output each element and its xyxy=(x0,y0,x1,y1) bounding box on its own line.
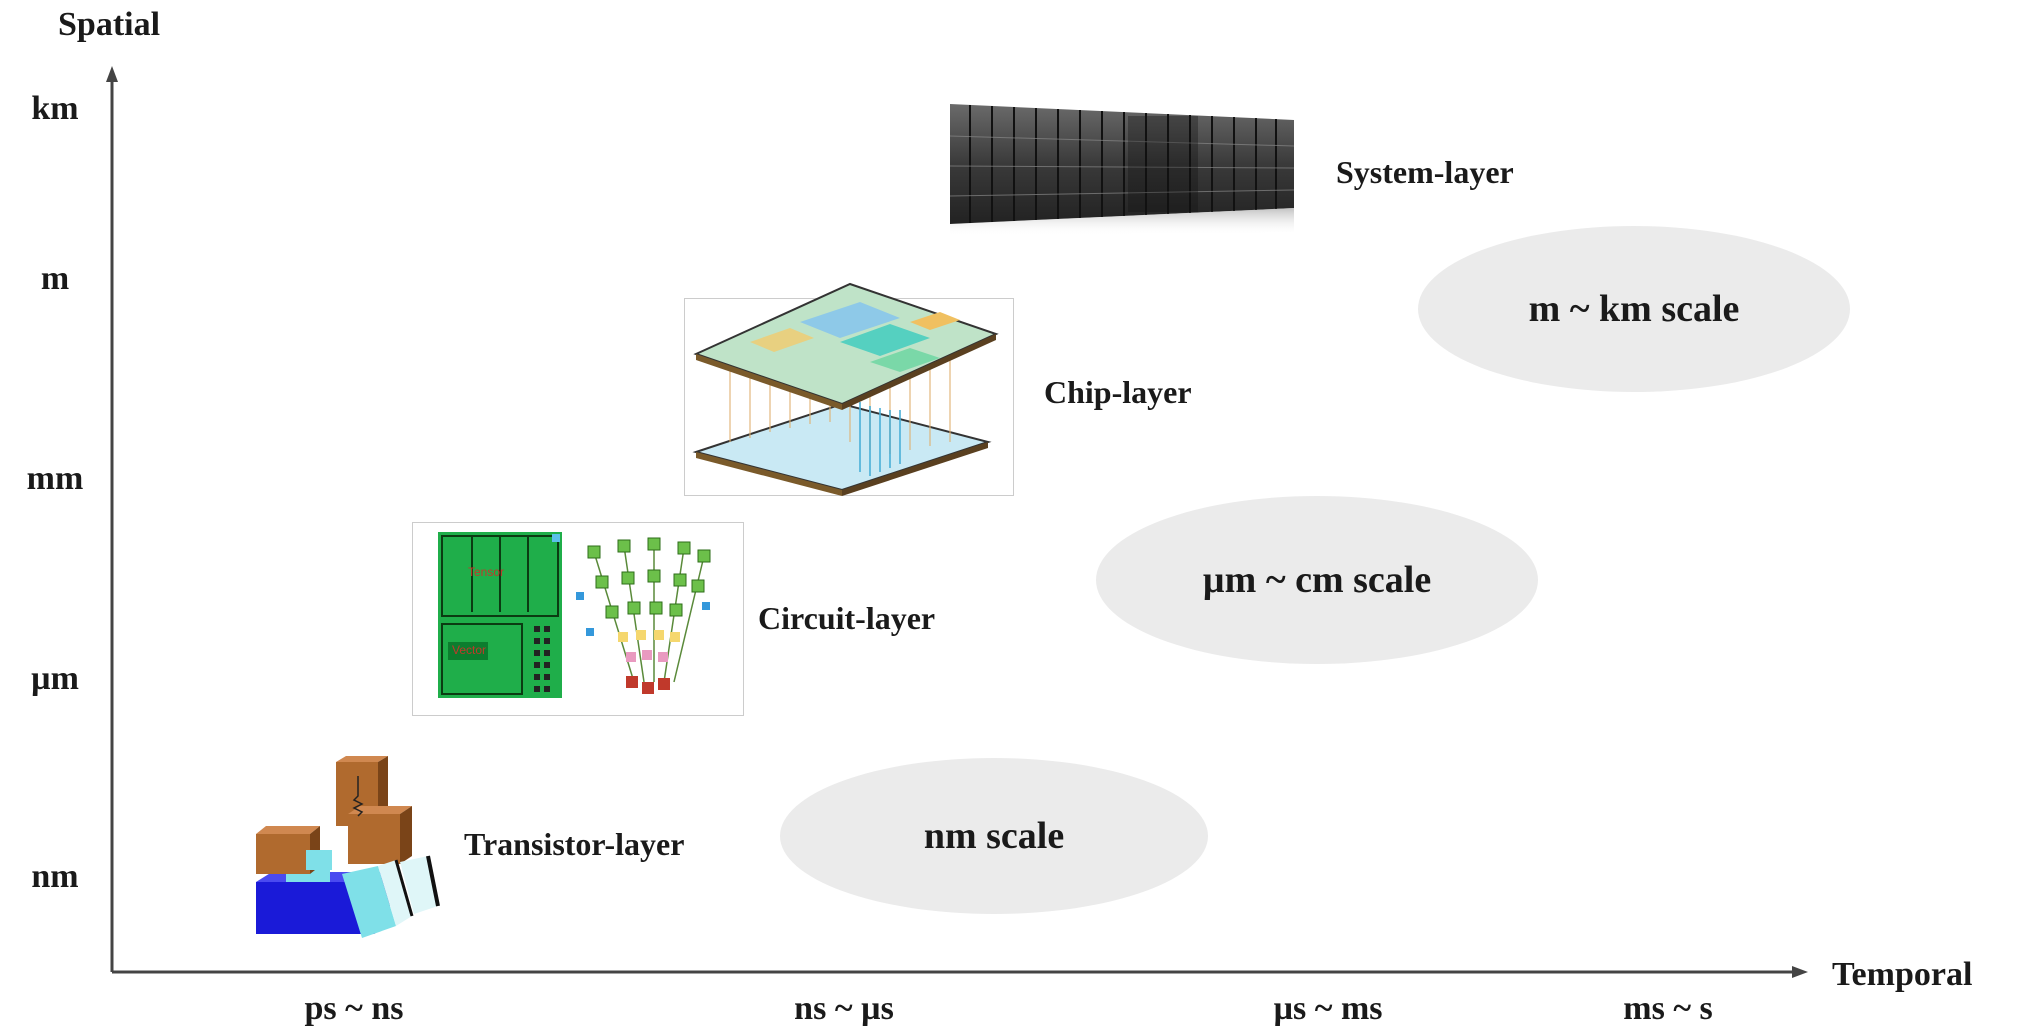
scale-ellipse-small: nm scale xyxy=(780,758,1208,914)
scale-label-large: m ~ km scale xyxy=(1528,288,1740,330)
scale-label-small: nm scale xyxy=(923,815,1065,857)
y-tick-m: m xyxy=(40,260,70,297)
circuit-3d-array-image xyxy=(576,537,711,694)
x-tick-ps-ns: ps ~ ns xyxy=(304,990,404,1027)
circuit-tensor-label: Tensor xyxy=(468,565,504,579)
scale-label-medium: µm ~ cm scale xyxy=(1202,559,1432,601)
x-axis-arrow xyxy=(1792,966,1808,978)
y-tick-km: km xyxy=(31,90,79,127)
stacked-chip-image xyxy=(692,282,999,496)
circuit-layout-image: Tensor Vector xyxy=(438,532,562,698)
chip-layer-label: Chip-layer xyxy=(1044,374,1192,410)
scale-ellipse-medium: µm ~ cm scale xyxy=(1096,496,1538,664)
scale-ellipse-large: m ~ km scale xyxy=(1418,226,1850,392)
server-rack-image xyxy=(949,104,1295,236)
system-layer-label: System-layer xyxy=(1336,154,1514,190)
x-tick-us-ms: µs ~ ms xyxy=(1273,990,1383,1027)
x-tick-ns-us: ns ~ µs xyxy=(794,990,894,1027)
x-axis-title: Temporal xyxy=(1832,956,1973,993)
y-tick-um: µm xyxy=(31,660,79,697)
transistor-layer-label: Transistor-layer xyxy=(464,826,685,862)
transistor-image xyxy=(256,756,440,938)
circuit-layer-label: Circuit-layer xyxy=(758,600,936,636)
y-axis-arrow xyxy=(106,66,118,82)
y-tick-mm: mm xyxy=(26,460,84,497)
y-axis-title: Spatial xyxy=(58,6,161,43)
x-tick-ms-s: ms ~ s xyxy=(1623,990,1713,1027)
y-tick-nm: nm xyxy=(31,858,79,895)
circuit-vector-label: Vector xyxy=(452,643,486,657)
